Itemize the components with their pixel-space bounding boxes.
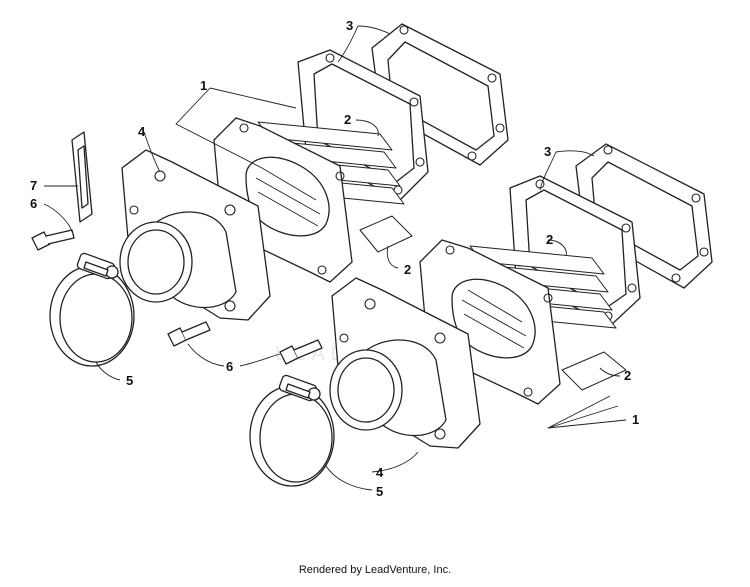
render-credit: Rendered by LeadVenture, Inc. (298, 564, 452, 576)
callout-3-lower: 3 (544, 144, 551, 159)
bolt-upper-middle (167, 321, 211, 347)
leader-lines (43, 25, 627, 491)
callout-2-upper: 2 (344, 112, 351, 127)
bolt-upper-left (31, 229, 75, 251)
callout-2-lower-small: 2 (624, 368, 631, 383)
callout-2-upper-small: 2 (404, 262, 411, 277)
callout-1-upper: 1 (200, 78, 207, 93)
callout-1-lower: 1 (632, 412, 639, 427)
clamp-screw-upper (83, 261, 109, 277)
bolt-lower (279, 339, 323, 365)
callout-6-middle: 6 (226, 359, 233, 374)
clamp-screw-lower (285, 383, 311, 399)
callout-4-lower: 4 (376, 465, 384, 480)
callout-3-upper: 3 (346, 18, 353, 33)
callout-4-upper: 4 (138, 124, 146, 139)
callout-labels: 3 1 2 4 7 6 2 6 5 3 2 2 1 4 5 (30, 18, 639, 499)
callout-7: 7 (30, 178, 37, 193)
callout-6-left: 6 (30, 196, 37, 211)
bracket (71, 131, 93, 223)
callout-5-upper: 5 (126, 373, 133, 388)
callout-5-lower: 5 (376, 484, 383, 499)
callout-2-lower: 2 (546, 232, 553, 247)
